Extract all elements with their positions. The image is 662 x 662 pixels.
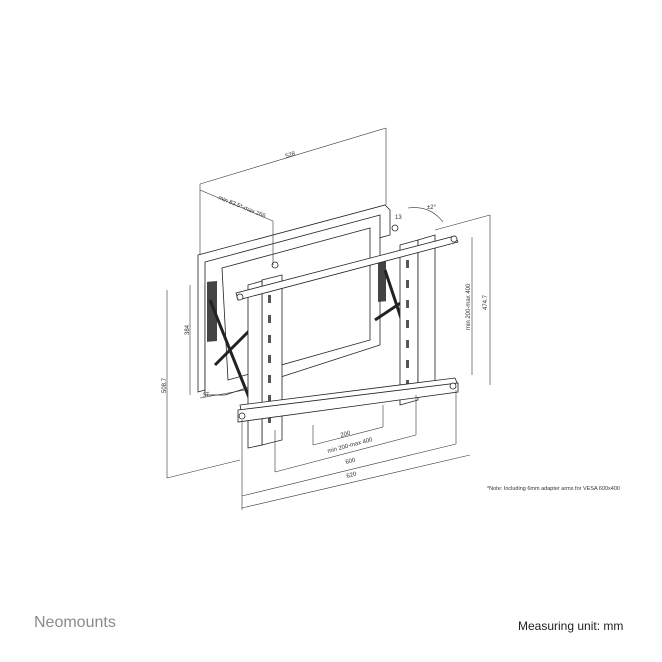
rail-slots: [268, 260, 409, 423]
dim-tilt: ±2°: [427, 205, 437, 211]
dim-depth: min 83.5*-max 266: [217, 195, 267, 220]
dim-vesa-v: min 200-max 400: [466, 283, 472, 330]
measuring-unit: Measuring unit: mm: [518, 619, 624, 633]
wall-frame: [197, 204, 391, 396]
dim-37: 37: [202, 392, 210, 399]
brand-logo: Neomounts: [34, 614, 116, 631]
dim-508-7: 508.7: [162, 377, 168, 393]
dim-620: 620: [346, 471, 358, 480]
dim-384: 384: [185, 324, 191, 335]
dimension-lines: [166, 127, 491, 510]
dim-13: 13: [395, 215, 402, 221]
horizontal-bars: [235, 224, 459, 423]
dim-200: 200: [340, 430, 352, 439]
dim-600: 600: [345, 457, 357, 466]
footnote: *Note: Including 6mm adapter arms for VE…: [487, 486, 620, 492]
dim-528: 528: [285, 151, 297, 160]
dim-474-7: 474.7: [483, 294, 489, 310]
